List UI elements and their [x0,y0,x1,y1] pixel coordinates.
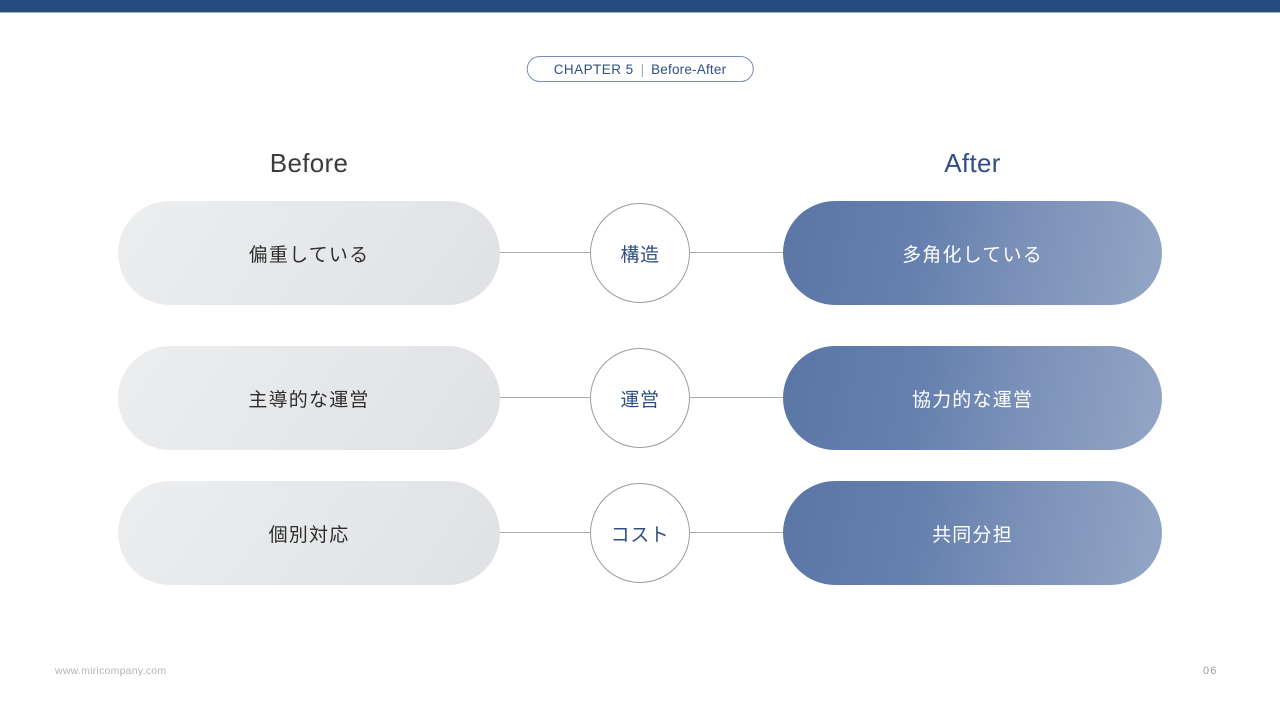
footer-website-url[interactable]: www.miricompany.com [55,665,167,677]
connector-line-right [690,532,783,533]
before-pill[interactable]: 主導的な運営 [118,346,500,450]
column-heading-after: After [944,148,1001,178]
connector-line-right [690,397,783,398]
chapter-badge: CHAPTER 5 | Before-After [526,56,754,82]
chapter-separator: | [640,61,645,77]
comparison-row: 偏重している 構造 多角化している [0,201,1280,305]
after-pill-label: 共同分担 [932,524,1013,546]
footer-page-number: 06 [1203,665,1218,677]
category-circle[interactable]: コスト [590,483,690,583]
after-pill[interactable]: 多角化している [783,201,1162,305]
top-accent-bar [0,0,1280,12]
category-circle-label: 構造 [620,244,660,266]
category-circle[interactable]: 運営 [590,348,690,448]
before-pill-label: 偏重している [248,244,370,266]
before-pill[interactable]: 個別対応 [118,481,500,585]
before-pill-label: 個別対応 [268,524,350,546]
after-pill-label: 多角化している [902,244,1043,266]
connector-line-left [498,397,590,398]
after-pill[interactable]: 協力的な運営 [783,346,1162,450]
after-pill[interactable]: 共同分担 [783,481,1162,585]
chapter-number-label: CHAPTER 5 [553,61,634,77]
connector-line-left [498,252,590,253]
after-pill-label: 協力的な運営 [911,389,1034,411]
column-heading-before: Before [269,148,349,178]
before-pill[interactable]: 偏重している [118,201,500,305]
category-circle[interactable]: 構造 [590,203,690,303]
top-accent-underline [0,12,1280,13]
before-pill-label: 主導的な運営 [248,389,370,411]
category-circle-label: コスト [610,524,670,546]
comparison-row: 主導的な運営 運営 協力的な運営 [0,346,1280,450]
category-circle-label: 運営 [620,389,660,411]
comparison-row: 個別対応 コスト 共同分担 [0,481,1280,585]
connector-line-left [498,532,590,533]
chapter-title-label: Before-After [651,61,727,77]
connector-line-right [690,252,783,253]
